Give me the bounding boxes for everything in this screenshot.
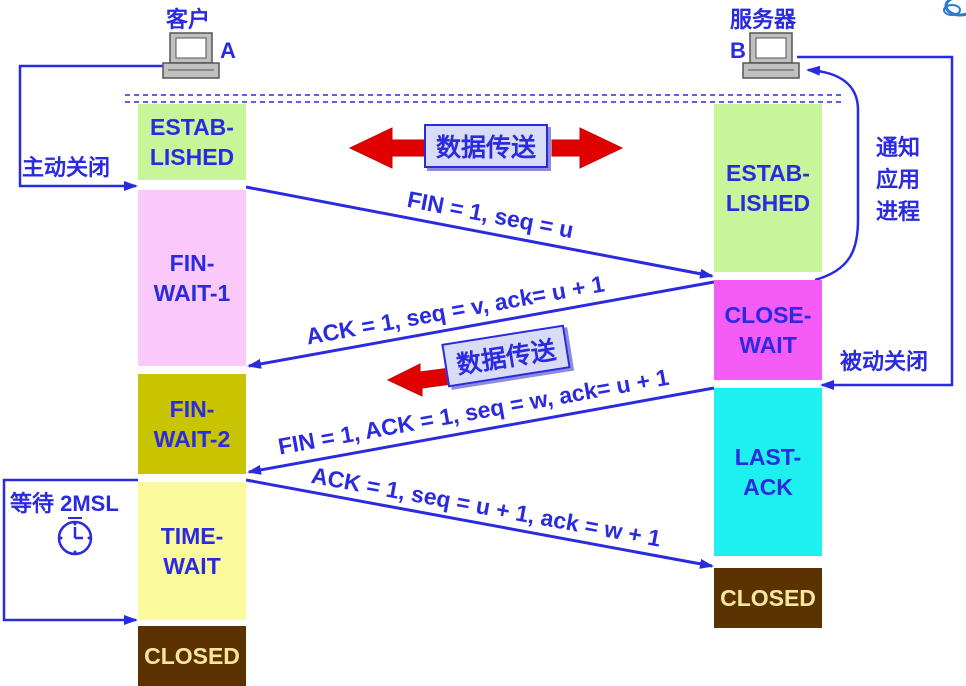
data-transfer-box: 数据传送 (424, 124, 549, 168)
passive-close-label: 被动关闭 (840, 349, 929, 374)
server-letter: B (730, 38, 746, 63)
client-letter: A (220, 38, 236, 63)
active-close-arrow (18, 64, 165, 191)
notify-line-1: 通知 (876, 135, 921, 160)
wait-2msl-label: 等待 2MSL (10, 491, 119, 516)
client-computer-icon (162, 32, 220, 79)
client-state-fin-wait-1: FIN- WAIT-1 (138, 190, 246, 366)
server-computer-icon (742, 32, 800, 79)
notify-process-arrow (806, 65, 860, 282)
server-state-established: ESTAB- LISHED (714, 104, 822, 272)
passive-close-arrow (797, 55, 954, 390)
client-state-fin-wait-2: FIN- WAIT-2 (138, 374, 246, 474)
server-state-close-wait: CLOSE- WAIT (714, 280, 822, 380)
client-state-closed: CLOSED (138, 626, 246, 686)
clock-icon (57, 517, 93, 556)
ack2-arrow (245, 478, 714, 569)
client-state-established: ESTAB- LISHED (138, 104, 246, 180)
ack1-arrow (247, 280, 715, 369)
wait-2msl-arrow (2, 478, 138, 625)
client-state-time-wait: TIME- WAIT (138, 482, 246, 620)
server-name: 服务器 (730, 7, 797, 32)
client-name: 客户 (166, 7, 211, 32)
notify-line-3: 进程 (876, 199, 921, 224)
fin1-arrow (245, 185, 714, 279)
server-state-last-ack: LAST- ACK (714, 388, 822, 556)
notify-line-2: 应用 (876, 167, 921, 192)
server-state-closed: CLOSED (714, 568, 822, 628)
data-transfer-right-arrow (551, 127, 624, 169)
fin2-arrow (247, 386, 715, 475)
data-transfer-half-arrow (386, 363, 453, 397)
data-transfer-left-arrow (348, 127, 431, 169)
active-close-label: 主动关闭 (22, 155, 111, 180)
corner-logo-icon (943, 0, 966, 17)
